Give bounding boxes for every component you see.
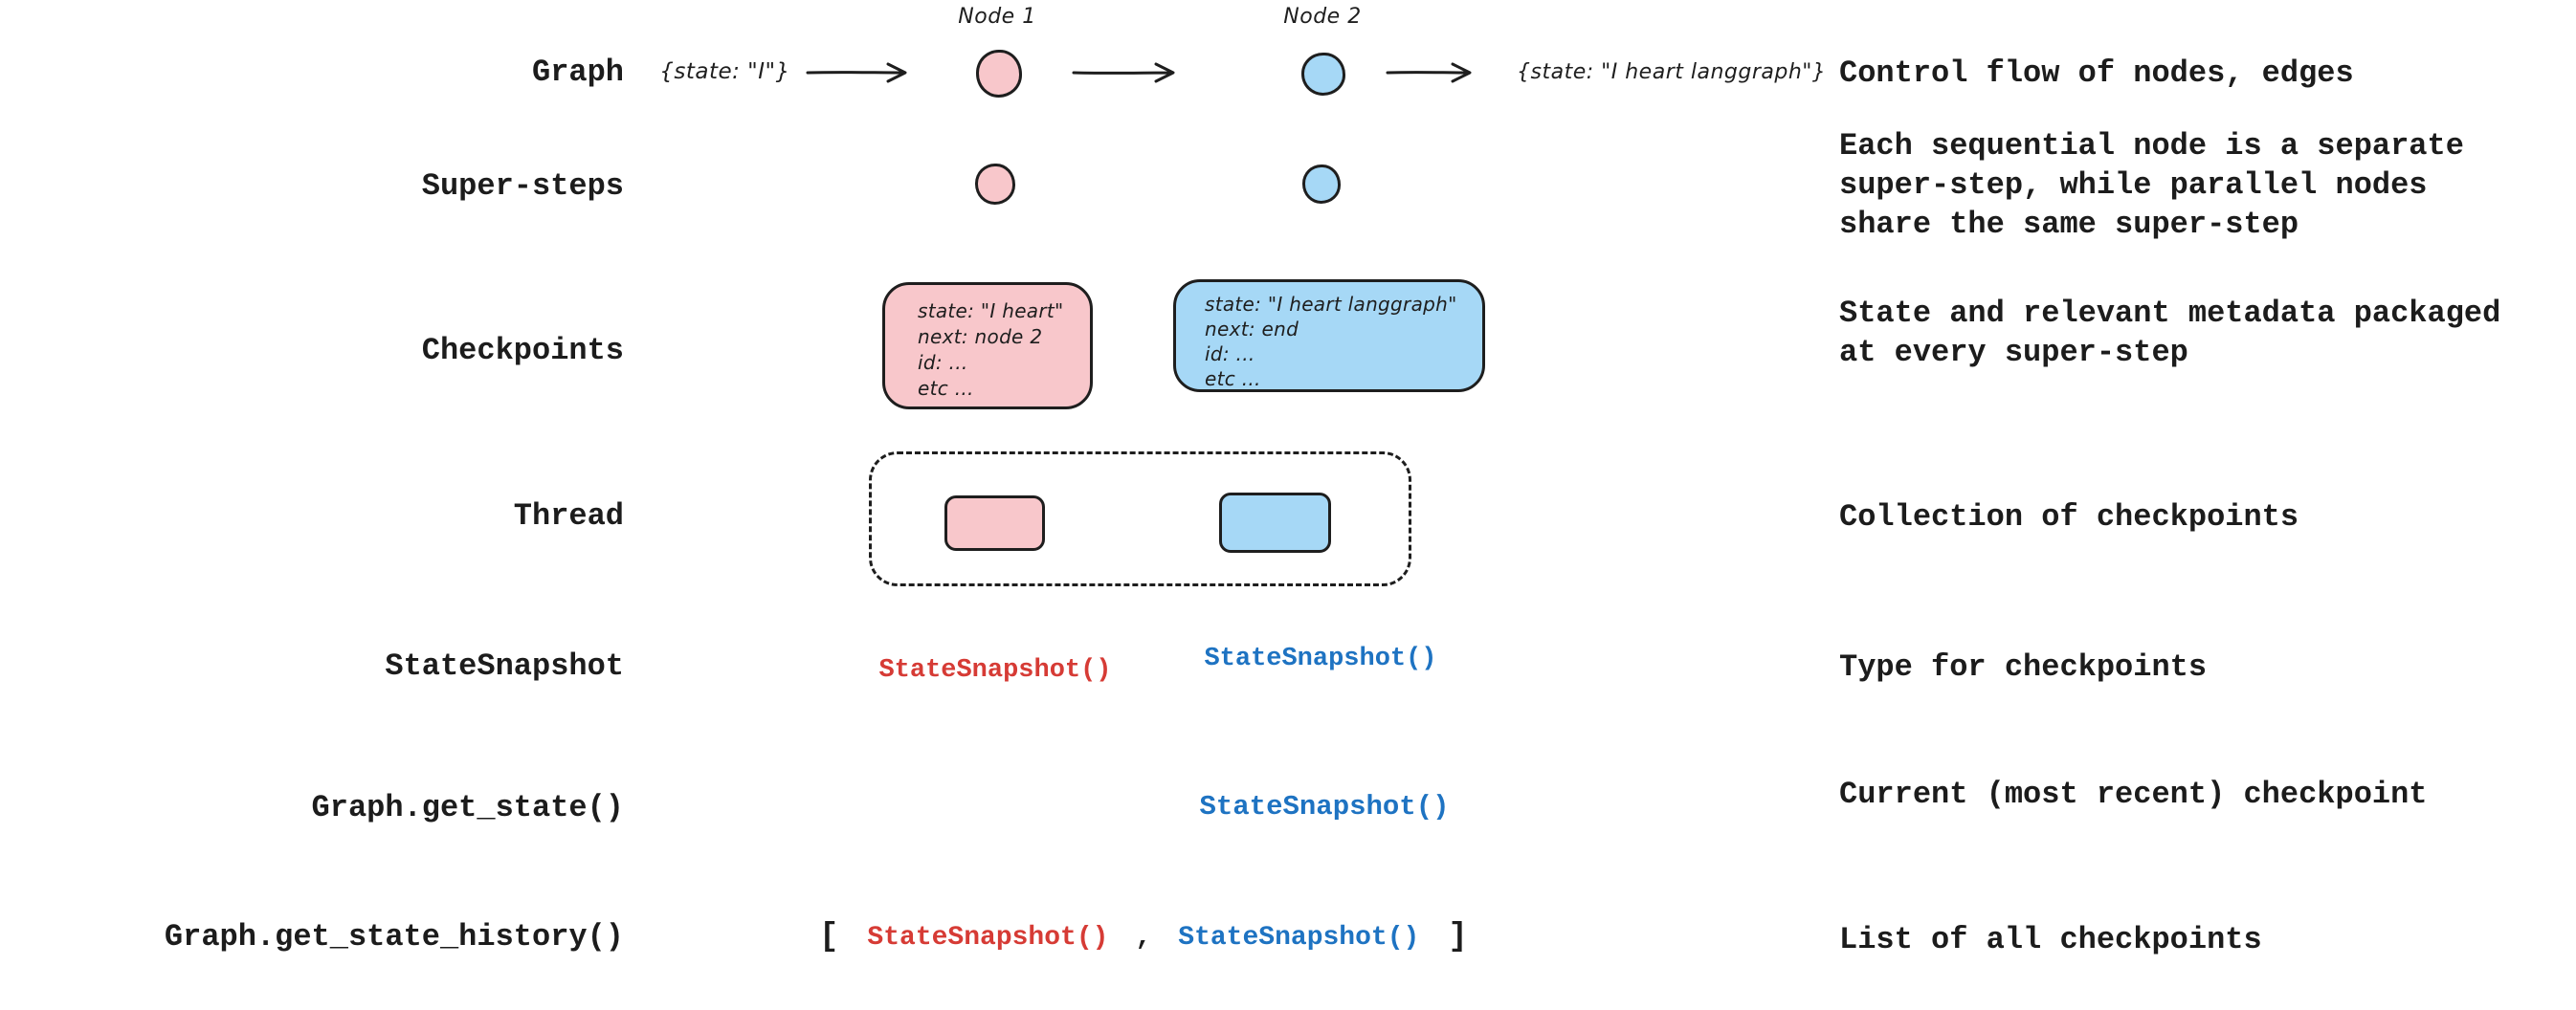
checkpoint-line: etc ... <box>1205 367 1261 390</box>
description-graph: Control flow of nodes, edges <box>1839 55 2354 91</box>
checkpoint-line: state: "I heart langgraph" <box>1205 293 1457 316</box>
description-line: share the same super-step <box>1839 207 2299 242</box>
checkpoint-line: id: ... <box>918 351 968 374</box>
get-state-blue-code: StateSnapshot() <box>1199 791 1450 823</box>
description-get-state-history: List of all checkpoints <box>1839 922 2262 957</box>
statesnapshot-red-code: StateSnapshot() <box>878 656 1112 685</box>
node2-label: Node 2 <box>1283 5 1362 29</box>
description-line: State and relevant metadata packaged <box>1839 296 2501 331</box>
superstep-node1-circle <box>975 164 1015 205</box>
superstep-node2-circle <box>1302 165 1341 204</box>
row-label-graph: Graph <box>531 55 624 90</box>
row-label-get-state-history: Graph.get_state_history() <box>164 919 624 955</box>
checkpoint-box-blue: state: "I heart langgraph" next: end id:… <box>1173 279 1485 392</box>
description-checkpoints: State and relevant metadata packaged at … <box>1839 294 2500 372</box>
input-state-label: {state: "I"} <box>659 59 790 84</box>
row-label-checkpoints: Checkpoints <box>421 333 624 368</box>
graph-node1-circle <box>976 50 1022 98</box>
checkpoint-line: state: "I heart" <box>918 299 1064 322</box>
row-label-get-state: Graph.get_state() <box>311 790 624 825</box>
description-line: at every super-step <box>1839 335 2188 370</box>
history-red-code: StateSnapshot() <box>867 922 1109 953</box>
description-thread: Collection of checkpoints <box>1839 499 2299 535</box>
description-get-state: Current (most recent) checkpoint <box>1839 777 2428 812</box>
close-bracket: ] <box>1448 919 1468 955</box>
arrow-icon <box>1386 61 1483 84</box>
get-state-history-result: [ StateSnapshot() , StateSnapshot() ] <box>819 917 1468 957</box>
row-label-statesnapshot: StateSnapshot <box>385 648 624 684</box>
thread-container <box>869 451 1411 586</box>
row-label-super-steps: Super-steps <box>421 168 624 204</box>
statesnapshot-blue-code: StateSnapshot() <box>1204 645 1437 673</box>
checkpoint-line: id: ... <box>1205 342 1255 365</box>
arrow-icon <box>806 61 919 84</box>
open-bracket: [ <box>819 919 839 955</box>
description-statesnapshot: Type for checkpoints <box>1839 649 2208 685</box>
comma-separator: , <box>1135 922 1152 953</box>
history-blue-code: StateSnapshot() <box>1178 922 1420 953</box>
arrow-icon <box>1072 61 1187 84</box>
checkpoint-box-pink: state: "I heart" next: node 2 id: ... et… <box>882 282 1093 409</box>
graph-node2-circle <box>1301 53 1345 96</box>
description-line: Each sequential node is a separate <box>1839 128 2464 164</box>
output-state-label: {state: "I heart langgraph"} <box>1517 60 1827 84</box>
thread-checkpoint-pink <box>944 495 1045 551</box>
checkpoint-line: next: end <box>1205 318 1299 340</box>
node1-label: Node 1 <box>958 5 1036 29</box>
row-label-thread: Thread <box>513 498 624 534</box>
description-line: super-step, while parallel nodes <box>1839 167 2428 203</box>
checkpoint-line: next: node 2 <box>918 325 1043 348</box>
thread-checkpoint-blue <box>1219 493 1331 553</box>
checkpoint-line: etc ... <box>918 377 974 400</box>
description-super-steps: Each sequential node is a separate super… <box>1839 126 2464 244</box>
